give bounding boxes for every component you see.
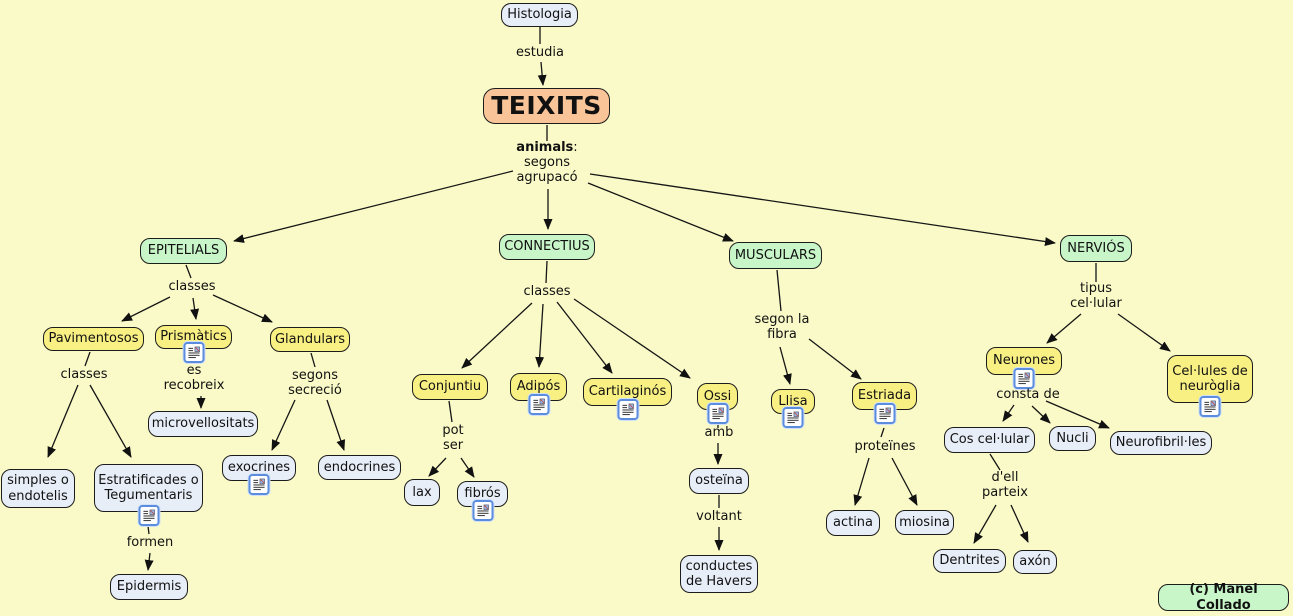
link-label-consta-de: consta de	[996, 387, 1060, 402]
document-icon	[787, 411, 799, 424]
document-icon	[142, 509, 155, 522]
node-nucli[interactable]: Nucli	[1049, 426, 1096, 451]
credit-box: (c) Manel Collado	[1158, 582, 1289, 613]
node-miosina[interactable]: miosina	[895, 510, 954, 535]
link-label-classes-pavimentosos: classes	[60, 367, 108, 382]
link-label-pot-ser: pot ser	[442, 423, 464, 454]
link-label-tipus-cellular: tipus cel·lular	[1070, 281, 1122, 312]
node-histologia[interactable]: Histologia	[501, 3, 578, 27]
resource-icon[interactable]	[138, 505, 159, 526]
resource-icon[interactable]	[874, 403, 895, 424]
resource-icon[interactable]	[617, 399, 638, 420]
node-microvellositats[interactable]: microvellositats	[148, 411, 258, 437]
document-icon	[711, 407, 724, 420]
node-neurofibrilles[interactable]: Neurofibril·les	[1110, 431, 1212, 455]
document-icon	[621, 403, 634, 416]
node-lax[interactable]: lax	[404, 479, 440, 506]
document-icon	[187, 346, 200, 359]
node-cartilaginos[interactable]: Cartilaginós	[583, 378, 672, 420]
node-cellules-de-neuroglia[interactable]: Cel·lules de neuròglia	[1167, 355, 1253, 417]
document-icon	[1018, 372, 1030, 385]
link-label-proteines: proteïnes	[854, 439, 916, 454]
node-estratificades[interactable]: Estratificades o Tegumentaris	[94, 464, 203, 526]
node-epidermis[interactable]: Epidermis	[110, 574, 188, 600]
node-dentrites[interactable]: Dentrites	[933, 549, 1006, 573]
node-actina[interactable]: actina	[826, 510, 880, 536]
node-endocrines[interactable]: endocrines	[318, 455, 401, 480]
link-label-dell-parteix: d'ell parteix	[982, 470, 1028, 501]
link-label-classes-connectius: classes	[523, 284, 571, 299]
node-teixits[interactable]: TEIXITS	[483, 88, 610, 124]
link-label-es-recobreix: es recobreix	[163, 363, 225, 394]
node-adipos[interactable]: Adipós	[510, 373, 567, 415]
resource-icon[interactable]	[1199, 396, 1221, 417]
document-icon	[253, 478, 265, 491]
node-conductes-de-havers[interactable]: conductes de Havers	[680, 555, 758, 593]
node-llisa[interactable]: Llisa	[771, 389, 815, 428]
resource-icon[interactable]	[248, 474, 270, 495]
resource-icon[interactable]	[1013, 368, 1035, 389]
node-ossi[interactable]: Ossi	[697, 383, 738, 424]
document-icon	[476, 504, 489, 517]
resource-icon[interactable]	[183, 342, 204, 363]
node-axon[interactable]: axón	[1013, 550, 1057, 574]
node-osteina[interactable]: osteïna	[689, 468, 749, 494]
document-icon	[532, 398, 545, 411]
node-estriada[interactable]: Estriada	[852, 382, 917, 424]
resource-icon[interactable]	[707, 403, 728, 424]
node-exocrines[interactable]: exocrines	[222, 455, 296, 495]
node-conjuntiu[interactable]: Conjuntiu	[412, 374, 488, 400]
link-label-classes-epitelials: classes	[168, 279, 216, 294]
node-nervios[interactable]: NERVIÓS	[1060, 235, 1132, 262]
resource-icon[interactable]	[782, 407, 804, 428]
node-epitelials[interactable]: EPITELIALS	[140, 238, 227, 264]
node-cos-cellular[interactable]: Cos cel·lular	[944, 427, 1035, 453]
node-glandulars[interactable]: Glandulars	[270, 327, 350, 352]
node-pavimentosos[interactable]: Pavimentosos	[43, 327, 144, 351]
link-label-amb: amb	[704, 425, 734, 440]
link-label-segons-secrecio: segons secreció	[288, 368, 342, 399]
link-label-estudia: estudia	[516, 45, 564, 60]
resource-icon[interactable]	[472, 500, 493, 521]
node-musculars[interactable]: MUSCULARS	[729, 242, 822, 269]
document-icon	[878, 407, 891, 420]
node-simples-o-endotelis[interactable]: simples o endotelis	[1, 469, 75, 508]
node-prismatics[interactable]: Prismàtics	[155, 325, 232, 363]
node-connectius[interactable]: CONNECTIUS	[499, 234, 595, 260]
link-label-voltant: voltant	[696, 509, 742, 524]
link-label-animals: animals: segons agrupacó	[516, 140, 578, 186]
link-label-formen: formen	[126, 535, 174, 550]
link-label-segon-la-fibra: segon la fibra	[754, 312, 810, 343]
node-neurones[interactable]: Neurones	[986, 347, 1062, 389]
resource-icon[interactable]	[528, 394, 549, 415]
document-icon	[1204, 400, 1216, 413]
node-fibros[interactable]: fibrós	[457, 481, 508, 521]
